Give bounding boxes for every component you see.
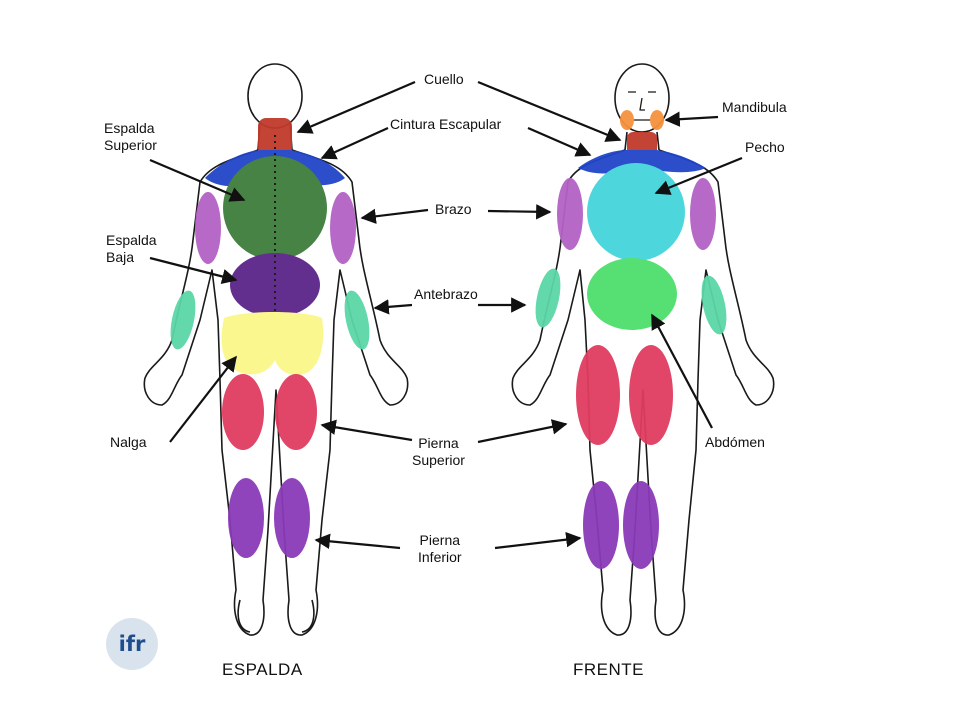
label-pecho: Pecho	[745, 139, 785, 155]
label-espalda-baja: Espalda Baja	[106, 232, 157, 266]
label-mandibula: Mandibula	[722, 99, 787, 115]
label-espalda-baja-line2: Baja	[106, 249, 135, 265]
label-cintura-escapular: Cintura Escapular	[390, 116, 502, 132]
label-pierna-inferior-line2: Inferior	[418, 549, 462, 565]
back-figure	[143, 63, 409, 636]
arrow-nalga	[169, 355, 237, 443]
ifr-logo-text: ifr	[118, 632, 146, 656]
view-title-back: ESPALDA	[222, 660, 303, 679]
label-espalda-superior-line2: Superior	[104, 137, 157, 153]
front-jaw-right	[650, 110, 664, 130]
back-calf-right	[274, 478, 310, 558]
back-forearm-left	[170, 290, 196, 350]
arrow-pierna-inferior-back	[314, 533, 401, 550]
arrow-brazo-front	[487, 204, 552, 220]
arrow-espalda-baja	[149, 256, 238, 285]
ifr-logo: ifr	[106, 618, 158, 670]
arrow-pierna-superior-back	[320, 419, 413, 442]
label-pierna-superior-line2: Superior	[412, 452, 465, 468]
front-jaw-left	[620, 110, 634, 130]
back-regions	[170, 118, 370, 558]
arrow-pierna-superior-front	[477, 419, 568, 444]
label-pierna-superior: Pierna Superior	[412, 435, 465, 469]
front-forearm-right	[701, 275, 727, 335]
label-pierna-inferior: Pierna Inferior	[418, 532, 462, 566]
label-pierna-superior-line1: Pierna	[418, 435, 459, 451]
arrow-espalda-superior	[149, 158, 246, 202]
front-upper-arm-right	[690, 178, 716, 250]
front-calf-left	[583, 481, 619, 569]
back-forearm-right	[344, 290, 370, 350]
label-espalda-baja-line1: Espalda	[106, 232, 157, 248]
view-title-front: FRENTE	[573, 660, 644, 679]
back-upper-arm-left	[195, 192, 221, 264]
label-pierna-inferior-line1: Pierna	[419, 532, 461, 548]
front-upper-arm-left	[557, 178, 583, 250]
back-thigh-left	[222, 374, 264, 450]
arrow-brazo-back	[360, 208, 429, 224]
arrow-pierna-inferior-front	[494, 531, 582, 550]
front-abdomen-region	[587, 258, 677, 330]
back-calf-left	[228, 478, 264, 558]
label-espalda-superior-line1: Espalda	[104, 120, 155, 136]
front-regions	[535, 110, 727, 569]
front-forearm-left	[535, 268, 561, 328]
label-antebrazo: Antebrazo	[414, 286, 478, 302]
front-shoulder-region	[578, 150, 706, 174]
front-thigh-left	[576, 345, 620, 445]
back-buttock-region	[221, 312, 324, 376]
arrows	[149, 80, 743, 550]
arrow-abdomen	[651, 313, 713, 429]
arrow-cuello-back	[296, 80, 416, 134]
label-espalda-superior: Espalda Superior	[104, 120, 157, 154]
label-cuello: Cuello	[424, 71, 464, 87]
back-upper-arm-right	[330, 192, 356, 264]
front-chest-region	[587, 163, 685, 261]
front-thigh-right	[629, 345, 673, 445]
front-calf-right	[623, 481, 659, 569]
label-abdomen: Abdómen	[705, 434, 765, 450]
arrow-pecho	[654, 156, 743, 195]
arrow-mandibula	[664, 111, 719, 127]
arrow-cintura-back	[320, 126, 389, 160]
back-thigh-right	[275, 374, 317, 450]
label-nalga: Nalga	[110, 434, 147, 450]
arrow-cuello-front	[477, 80, 622, 142]
label-brazo: Brazo	[435, 201, 472, 217]
arrow-antebrazo-back	[373, 299, 413, 315]
arrow-cintura-front	[527, 126, 592, 157]
